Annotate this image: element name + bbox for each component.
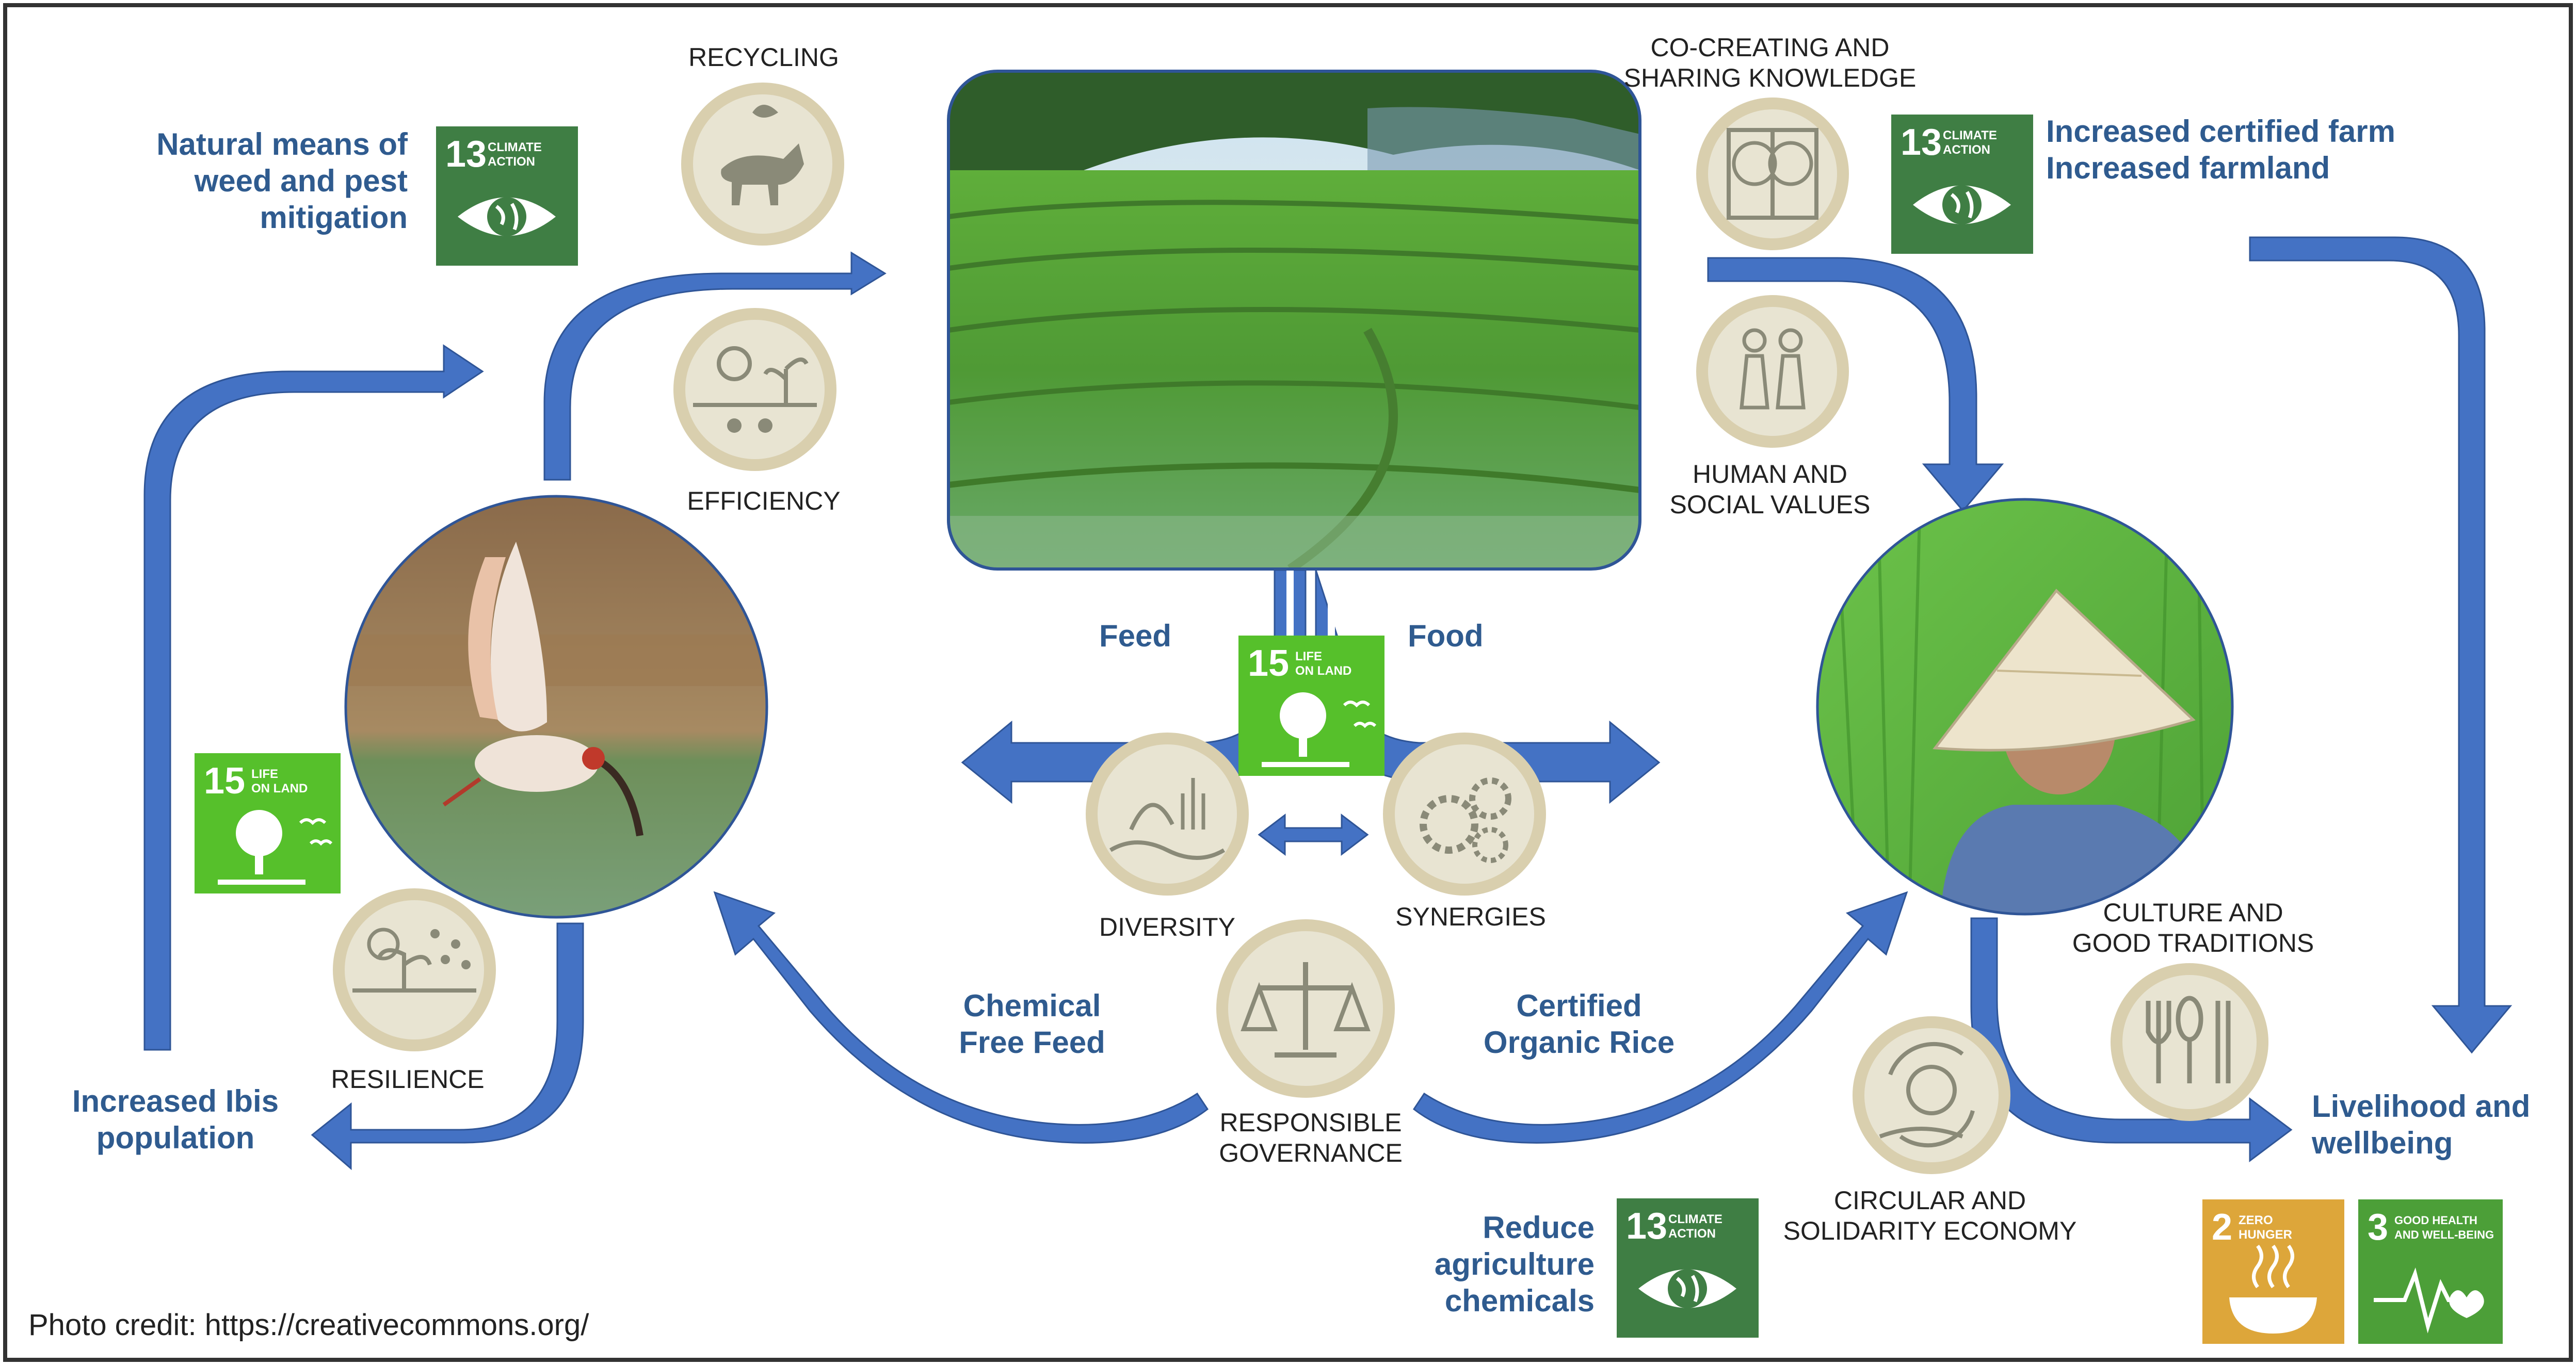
sdg13-badge-bottom: 13 CLIMATE ACTION bbox=[1617, 1198, 1759, 1338]
svg-text:CLIMATE: CLIMATE bbox=[488, 140, 542, 154]
label-responsible-governance: RESPONSIBLE GOVERNANCE bbox=[1219, 1108, 1403, 1167]
label-circular-solidarity: CIRCULAR AND SOLIDARITY ECONOMY bbox=[1783, 1186, 2077, 1245]
heading-feed: Feed bbox=[1099, 619, 1172, 653]
heading-increased-ibis: Increased Ibis population bbox=[72, 1084, 279, 1155]
heading-livelihood: Livelihood and wellbeing bbox=[2312, 1089, 2531, 1160]
svg-text:AND WELL-BEING: AND WELL-BEING bbox=[2394, 1228, 2494, 1241]
sdg13-badge-topright: 13 CLIMATE ACTION bbox=[1891, 115, 2033, 254]
arrow-left-vertical bbox=[143, 344, 484, 1051]
svg-text:GOOD HEALTH: GOOD HEALTH bbox=[2394, 1214, 2477, 1227]
co-creating-icon bbox=[1696, 98, 1849, 250]
circular-solidarity-icon bbox=[1853, 1016, 2010, 1174]
heading-natural-means: Natural means of weed and pest mitigatio… bbox=[156, 127, 408, 235]
heading-chemical-free: Chemical Free Feed bbox=[959, 988, 1105, 1060]
arrow-governance-to-farmer bbox=[1412, 891, 1908, 1144]
rice-terraces-photo bbox=[948, 71, 1640, 569]
label-resilience: RESILIENCE bbox=[331, 1065, 485, 1094]
human-social-icon bbox=[1696, 295, 1849, 448]
sdg13-badge-topleft: 13 CLIMATE ACTION bbox=[436, 126, 578, 266]
arrow-ibis-to-population bbox=[311, 922, 584, 1171]
steaming-bowl-icon bbox=[2229, 1244, 2317, 1334]
eye-globe-icon bbox=[1638, 1269, 1736, 1308]
svg-text:13: 13 bbox=[1901, 122, 1942, 163]
arrow-rice-to-farmer bbox=[1707, 257, 2004, 512]
svg-text:ON LAND: ON LAND bbox=[251, 782, 308, 795]
arrow-right-vertical bbox=[2249, 236, 2513, 1054]
culture-traditions-icon bbox=[2111, 963, 2268, 1121]
flying-ibis-photo bbox=[346, 496, 767, 917]
svg-text:2: 2 bbox=[2212, 1207, 2232, 1248]
svg-text:ZERO: ZERO bbox=[2239, 1213, 2273, 1227]
label-human-social: HUMAN AND SOCIAL VALUES bbox=[1669, 460, 1871, 519]
eye-globe-icon bbox=[1913, 185, 2011, 224]
label-efficiency: EFFICIENCY bbox=[687, 486, 841, 515]
heading-reduce-chemicals: Reduce agriculture chemicals bbox=[1434, 1210, 1595, 1318]
svg-text:15: 15 bbox=[1248, 643, 1289, 684]
sdg2-badge: 2 ZERO HUNGER bbox=[2202, 1199, 2344, 1344]
flow-arrows bbox=[143, 236, 2513, 1171]
svg-text:LIFE: LIFE bbox=[251, 767, 278, 781]
label-culture-traditions: CULTURE AND GOOD TRADITIONS bbox=[2072, 898, 2314, 957]
efficiency-icon bbox=[673, 308, 836, 471]
label-recycling: RECYCLING bbox=[688, 43, 839, 72]
svg-text:LIFE: LIFE bbox=[1295, 649, 1322, 663]
sdg13-number: 13 bbox=[445, 134, 487, 175]
heading-increased-certified: Increased certified farm Increased farml… bbox=[2046, 114, 2395, 185]
arrow-diversity-synergies bbox=[1258, 813, 1369, 856]
svg-text:13: 13 bbox=[1626, 1206, 1667, 1247]
svg-text:CLIMATE: CLIMATE bbox=[1943, 128, 1997, 142]
sdg15-badge-center: 15 LIFE ON LAND bbox=[1238, 636, 1384, 776]
sdg15-badge-left: 15 LIFE ON LAND bbox=[195, 753, 341, 893]
heading-food: Food bbox=[1408, 619, 1484, 653]
sdg-badges: 13 CLIMATE ACTION 13 CLIMATE ACTION 13 bbox=[195, 115, 2503, 1344]
svg-text:HUNGER: HUNGER bbox=[2239, 1228, 2292, 1242]
heading-certified-organic: Certified Organic Rice bbox=[1483, 988, 1675, 1060]
eye-globe-icon bbox=[458, 197, 556, 236]
svg-text:ACTION: ACTION bbox=[1668, 1227, 1716, 1241]
synergies-icon bbox=[1383, 733, 1546, 896]
diversity-icon bbox=[1086, 733, 1249, 896]
svg-text:CLIMATE: CLIMATE bbox=[1668, 1212, 1722, 1226]
svg-text:ON LAND: ON LAND bbox=[1295, 664, 1351, 678]
arrow-ibis-to-rice bbox=[543, 251, 887, 481]
svg-text:ACTION: ACTION bbox=[1943, 143, 1990, 157]
svg-text:3: 3 bbox=[2368, 1207, 2388, 1248]
heartbeat-icon bbox=[2374, 1268, 2484, 1334]
sdg3-badge: 3 GOOD HEALTH AND WELL-BEING bbox=[2358, 1199, 2503, 1344]
principle-icons bbox=[333, 83, 2268, 1174]
tree-birds-icon bbox=[1262, 692, 1377, 767]
outer-frame bbox=[3, 3, 2573, 1362]
arrow-governance-to-ibis bbox=[713, 891, 1209, 1144]
label-synergies: SYNERGIES bbox=[1395, 902, 1546, 931]
recycling-icon bbox=[681, 83, 844, 246]
label-co-creating: CO-CREATING AND SHARING KNOWLEDGE bbox=[1623, 33, 1917, 92]
svg-text:15: 15 bbox=[204, 760, 245, 802]
responsible-governance-icon bbox=[1216, 919, 1395, 1098]
photo-credit: Photo credit: https://creativecommons.or… bbox=[28, 1308, 589, 1342]
resilience-icon bbox=[333, 888, 496, 1051]
svg-text:ACTION: ACTION bbox=[488, 155, 535, 169]
label-diversity: DIVERSITY bbox=[1099, 913, 1235, 941]
tree-birds-icon bbox=[218, 810, 333, 885]
